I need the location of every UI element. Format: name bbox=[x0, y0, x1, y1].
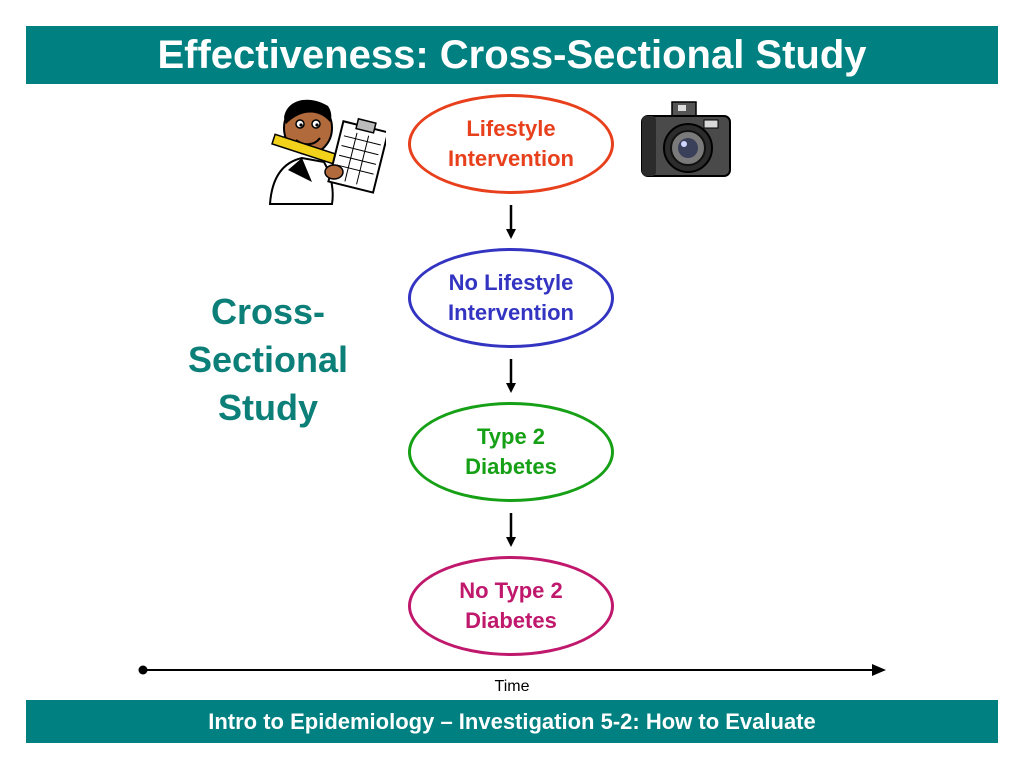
type-2-diabetes-node: Type 2 Diabetes bbox=[408, 402, 614, 502]
no-type-2-diabetes-node: No Type 2 Diabetes bbox=[408, 556, 614, 656]
type-2-diabetes-label: Type 2 Diabetes bbox=[465, 424, 557, 479]
camera-icon bbox=[641, 101, 731, 177]
no-lifestyle-intervention-label: No Lifestyle Intervention bbox=[448, 270, 574, 325]
lifestyle-intervention-label: Lifestyle Intervention bbox=[448, 116, 574, 171]
lifestyle-intervention-node: Lifestyle Intervention bbox=[408, 94, 614, 194]
time-axis-origin-dot bbox=[138, 665, 148, 675]
slide-footer: Intro to Epidemiology – Investigation 5-… bbox=[26, 700, 998, 743]
person-with-clipboard-icon bbox=[268, 99, 386, 205]
no-lifestyle-intervention-node: No Lifestyle Intervention bbox=[408, 248, 614, 348]
no-type-2-diabetes-label: No Type 2 Diabetes bbox=[459, 578, 563, 633]
slide-title: Effectiveness: Cross-Sectional Study bbox=[26, 26, 998, 84]
cross-sectional-study-label: Cross- Sectional Study bbox=[187, 291, 349, 428]
time-axis-label: Time bbox=[494, 678, 530, 695]
